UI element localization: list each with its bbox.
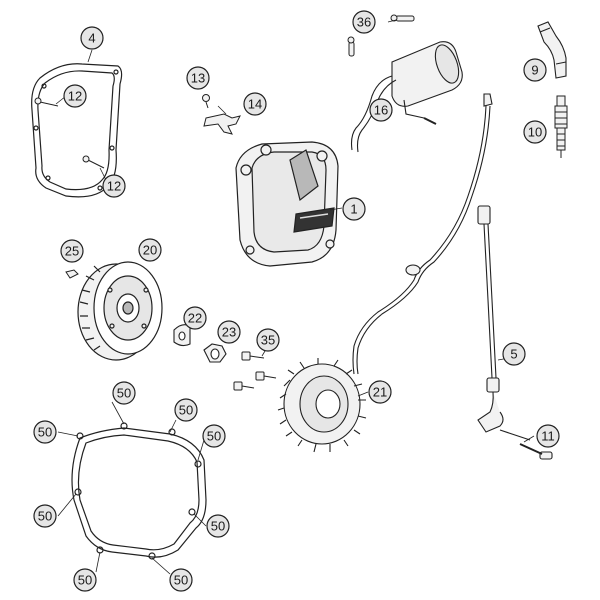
callout-23: 23: [217, 320, 241, 344]
callout-number: 36: [357, 15, 371, 30]
callout-9: 9: [523, 58, 547, 82]
callout-circle: [256, 328, 280, 352]
callout-circle: [112, 381, 136, 405]
callout-circle: [183, 306, 207, 330]
callout-number: 16: [374, 103, 388, 118]
callout-number: 50: [207, 429, 221, 444]
callout-number: 14: [248, 97, 262, 112]
callout-number: 13: [191, 71, 205, 86]
callout-36: 36: [352, 10, 376, 34]
callout-circle: [523, 120, 547, 144]
callout-number: 22: [188, 311, 202, 326]
callout-number: 50: [38, 425, 52, 440]
callout-number: 50: [174, 573, 188, 588]
callout-number: 5: [510, 347, 517, 362]
callout-circle: [217, 320, 241, 344]
callout-circle: [369, 98, 393, 122]
callout-11: 11: [536, 424, 560, 448]
callout-number: 11: [541, 429, 555, 444]
callout-number: 50: [38, 509, 52, 524]
callout-circle: [243, 92, 267, 116]
callout-circle: [80, 26, 104, 50]
callout-10: 10: [523, 120, 547, 144]
callout-circle: [186, 66, 210, 90]
callout-circle: [368, 380, 392, 404]
callout-4: 4: [80, 26, 104, 50]
callout-5: 5: [502, 342, 526, 366]
callout-circle: [352, 10, 376, 34]
callout-12: 12: [63, 84, 87, 108]
leader-lines: [55, 19, 535, 575]
callout-circle: [102, 174, 126, 198]
part-crankcase-gasket: [71, 422, 207, 560]
callout-circle: [502, 342, 526, 366]
callout-circle: [73, 568, 97, 592]
callout-number: 50: [117, 386, 131, 401]
callout-13: 13: [186, 66, 210, 90]
callout-circle: [138, 238, 162, 262]
part-flywheel-rotor: [77, 261, 163, 361]
callout-circle: [342, 197, 366, 221]
callout-50: 50: [169, 568, 193, 592]
callout-50: 50: [33, 420, 57, 444]
callout-number: 20: [143, 243, 157, 258]
callout-circle: [206, 514, 230, 538]
callout-number: 1: [350, 202, 357, 217]
part-cover-screws: [34, 97, 105, 169]
callout-50: 50: [202, 424, 226, 448]
callout-50: 50: [206, 514, 230, 538]
callout-number: 10: [528, 125, 542, 140]
callout-labels: 4 12 12 13 14 36 16 9 10 1 25 20 22 23 35 5 21 11 50 50 50 50…: [33, 10, 560, 592]
callout-circle: [33, 420, 57, 444]
callout-number: 50: [78, 573, 92, 588]
callout-number: 50: [211, 519, 225, 534]
callout-25: 25: [60, 239, 84, 263]
callout-circle: [63, 84, 87, 108]
part-key: [65, 269, 79, 279]
callout-50: 50: [33, 504, 57, 528]
callout-22: 22: [183, 306, 207, 330]
callout-circle: [536, 424, 560, 448]
callout-circle: [202, 424, 226, 448]
callout-1: 1: [342, 197, 366, 221]
callout-number: 9: [531, 63, 538, 78]
part-stator: [277, 93, 493, 453]
part-stator-screws: [233, 351, 277, 391]
callout-number: 23: [222, 325, 236, 340]
callout-50: 50: [112, 381, 136, 405]
callout-21: 21: [368, 380, 392, 404]
part-bracket: [202, 94, 241, 135]
callout-12: 12: [102, 174, 126, 198]
callout-circle: [169, 568, 193, 592]
callout-circle: [174, 398, 198, 422]
part-washer: [173, 324, 191, 347]
part-ignition-cover: [235, 141, 339, 267]
callout-circle: [33, 504, 57, 528]
part-spark-plug: [554, 95, 568, 158]
callout-14: 14: [243, 92, 267, 116]
part-coil-bolts: [347, 14, 415, 57]
callout-number: 12: [107, 179, 121, 194]
callout-number: 12: [68, 89, 82, 104]
callout-50: 50: [174, 398, 198, 422]
callout-number: 4: [88, 31, 95, 46]
callout-16: 16: [369, 98, 393, 122]
callout-number: 21: [373, 385, 387, 400]
part-spark-plug-cap: [537, 21, 567, 79]
callout-50: 50: [73, 568, 97, 592]
callout-circle: [60, 239, 84, 263]
part-nut: [203, 343, 227, 363]
part-pickup-sensor-cable: [477, 205, 553, 460]
callout-circle: [523, 58, 547, 82]
callout-number: 50: [179, 403, 193, 418]
callout-number: 35: [261, 333, 275, 348]
part-ignition-coil: [350, 41, 463, 153]
callout-20: 20: [138, 238, 162, 262]
callout-35: 35: [256, 328, 280, 352]
callout-number: 25: [65, 244, 79, 259]
